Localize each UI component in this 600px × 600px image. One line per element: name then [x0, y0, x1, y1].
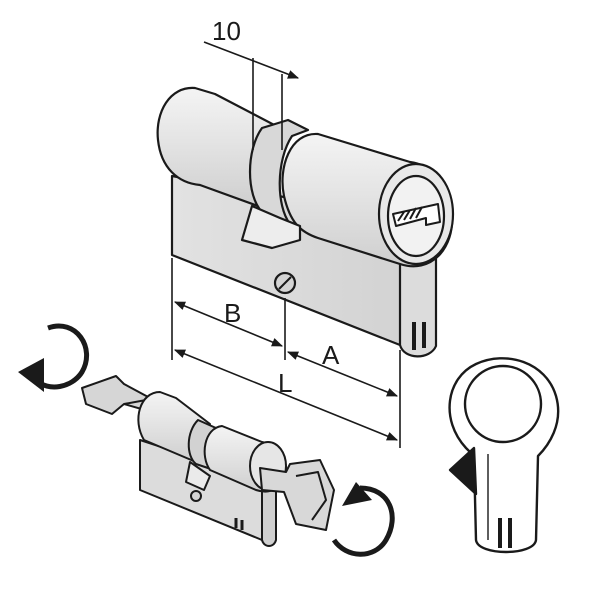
- cylinder-with-keys: [18, 323, 395, 557]
- keyway-pins: [397, 206, 423, 222]
- a-dimension-line: [286, 351, 399, 397]
- profile-circle: [463, 364, 543, 444]
- b-dimension-line: [173, 301, 284, 347]
- l-dimension-line: [173, 349, 399, 441]
- right-key: [259, 459, 335, 531]
- offset-dimension-line: [203, 41, 300, 79]
- housing-stripes: [412, 322, 426, 350]
- a-label: A: [322, 340, 340, 370]
- offset-label: 10: [212, 16, 241, 46]
- cylinder-profile-view: [448, 357, 560, 554]
- cam: [240, 204, 302, 250]
- main-cylinder: [156, 86, 455, 358]
- rotate-left-arrow-icon: [18, 323, 90, 392]
- profile-cam-icon: [448, 446, 478, 496]
- profile-stripes: [498, 518, 512, 548]
- rotate-right-arrow-icon: [331, 482, 395, 557]
- l-label: L: [278, 368, 292, 398]
- b-label: B: [224, 298, 241, 328]
- cylinder-housing-foot: [398, 250, 438, 358]
- dimension-lines: [171, 41, 401, 448]
